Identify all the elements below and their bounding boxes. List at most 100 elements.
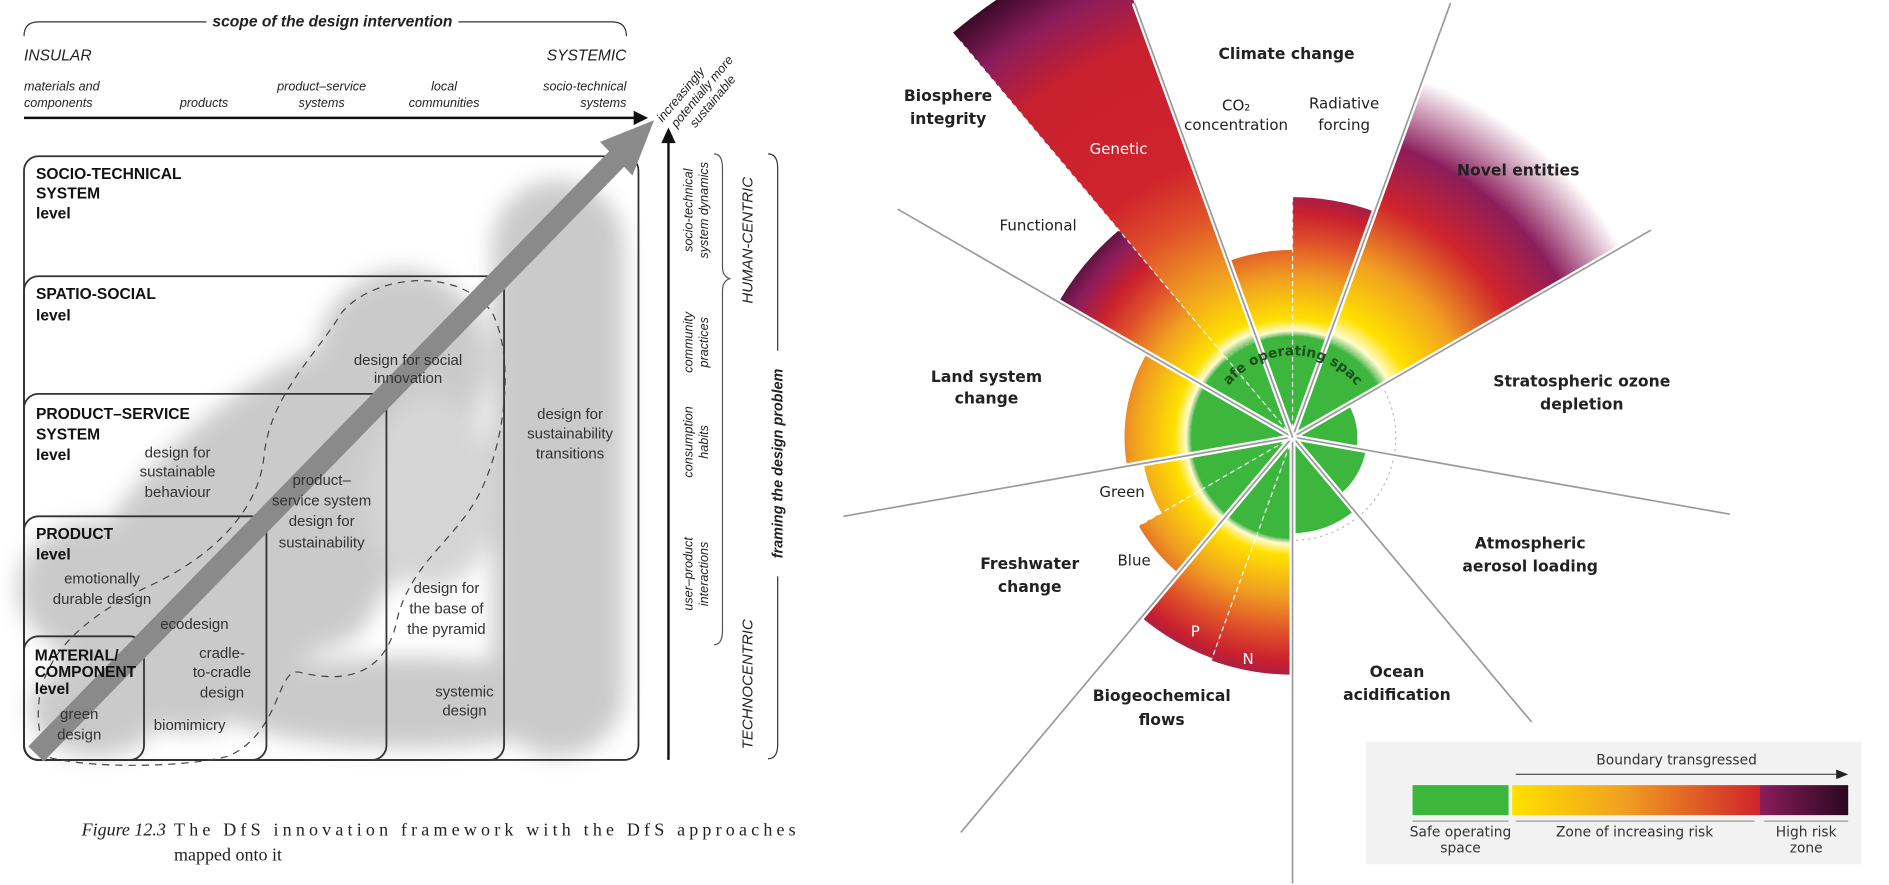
approach-cradle-to-cradle: cradle- (199, 645, 245, 662)
insular-label: INSULAR (24, 47, 92, 64)
wedge-genetic-diversity (953, 0, 1293, 438)
legend-increasing-risk-label: Zone of increasing risk (1556, 825, 1713, 841)
approach-sustainable-behaviour: design for (145, 445, 211, 462)
approach-systemic-design: design (442, 703, 486, 720)
label-freshwater-change: change (998, 578, 1062, 596)
level-product-service: PRODUCT–SERVICE (36, 406, 190, 423)
approach-biomimicry: biomimicry (154, 717, 226, 734)
box-product (23, 515, 268, 761)
blob-transitions (492, 180, 625, 757)
axis-label-pss: product–service (276, 79, 366, 93)
label-biosphere-integrity: integrity (910, 110, 986, 128)
axis-label-materials: materials and (24, 79, 101, 93)
approach-social-innovation: design for social (354, 352, 462, 369)
wedge-functional-integrity (1058, 230, 1293, 438)
approach-base-of-pyramid: the base of (409, 601, 484, 618)
label-green-water: Green (1099, 483, 1144, 501)
approach-sustainable-behaviour: behaviour (145, 484, 211, 501)
label-aerosol-loading: aerosol loading (1462, 558, 1598, 576)
wedge-land-system (1124, 353, 1293, 467)
approach-cradle-to-cradle: to-cradle (193, 664, 251, 681)
label-blue-water: Blue (1118, 552, 1151, 570)
approach-pss-design: service system (272, 493, 371, 510)
sector-divider-line (1292, 229, 1652, 438)
increasingly-sustainable-label: increasingly potentially more sustainabl… (654, 53, 739, 131)
level-material: MATERIAL/ (35, 647, 119, 664)
level-product: level (36, 547, 71, 564)
risk-legend: Boundary transgressed Safe operating spa… (1365, 741, 1862, 865)
label-novel-entities: Novel entities (1457, 161, 1579, 179)
approach-base-of-pyramid: design for (414, 580, 480, 597)
label-aerosol-loading: Atmospheric (1475, 535, 1586, 553)
label-stratospheric-ozone: depletion (1540, 395, 1623, 413)
level-product-service: SYSTEM (36, 426, 100, 443)
dfs-innovation-framework: scope of the design intervention INSULAR… (18, 14, 796, 865)
approach-green-design: green (60, 706, 98, 723)
label-land-system-change: Land system (931, 368, 1042, 386)
approach-base-of-pyramid: the pyramid (407, 621, 485, 638)
approach-ecodesign: ecodesign (160, 616, 228, 633)
legend-safe-swatch (1412, 785, 1509, 816)
legend-high-risk-swatch (1759, 785, 1849, 816)
level-socio-technical: level (36, 206, 71, 223)
scope-bracket (23, 21, 628, 37)
svg-text:interactions: interactions (697, 541, 711, 606)
label-biogeochemical-flows: flows (1139, 711, 1185, 729)
label-functional: Functional (1000, 217, 1077, 235)
label-phosphorus: P (1191, 622, 1200, 640)
sustainability-diagonal-arrow (28, 120, 655, 762)
legend-high-risk-label: zone (1790, 840, 1823, 856)
label-biosphere-integrity: Biosphere (904, 87, 992, 105)
wedge-blue-water (1138, 437, 1293, 574)
blob-emotional (18, 522, 163, 655)
approach-pss-design: sustainability (279, 535, 365, 552)
axis-label-materials: components (24, 96, 93, 110)
wedge-aerosol-loading (1292, 437, 1366, 495)
sector-divider-line (1292, 436, 1730, 516)
caption-line1: The DfS innovation framework with the Df… (174, 820, 796, 840)
approach-transitions: design for (537, 406, 603, 423)
level-spatio-social: level (36, 308, 71, 325)
blob-pss (254, 408, 394, 649)
sub-boundary-divider (960, 41, 1293, 438)
level-spatio-social: SPATIO-SOCIAL (36, 286, 156, 303)
label-genetic: Genetic (1090, 140, 1148, 158)
level-material: level (35, 681, 70, 698)
framing-title: framing the design problem (770, 369, 786, 559)
approach-sustainable-behaviour: sustainable (140, 464, 216, 481)
sector-divider-line (1291, 436, 1533, 723)
level-product-service: level (36, 447, 71, 464)
scope-title: scope of the design intervention (212, 14, 452, 31)
sector-divider-line (960, 436, 1294, 833)
label-ocean-acidification: acidification (1343, 686, 1451, 704)
level-socio-technical: SYSTEM (36, 185, 100, 202)
approach-pss-design: design for (289, 513, 355, 530)
svg-text:community: community (681, 311, 695, 373)
box-material (23, 635, 145, 761)
svg-text:consumption: consumption (681, 406, 695, 477)
scope-axis-arrow (24, 110, 649, 126)
framing-bracket (768, 153, 779, 760)
level-labels: SOCIO-TECHNICAL SYSTEM level SPATIO-SOCI… (35, 166, 190, 698)
label-co2-concentration: concentration (1184, 116, 1288, 134)
approach-emotionally-durable: emotionally (64, 571, 140, 588)
human-centric-label: HUMAN-CENTRIC (739, 177, 756, 304)
legend-boundary-transgressed: Boundary transgressed (1596, 753, 1757, 769)
label-ocean-acidification: Ocean (1370, 663, 1425, 681)
sub-boundary-divider (1209, 436, 1294, 663)
caption-line2: mapped onto it (174, 845, 282, 865)
blob-pss2 (366, 396, 499, 589)
label-nitrogen: N (1243, 650, 1254, 668)
sector-divider-line (1133, 2, 1294, 438)
figure-caption: Figure 12.3 The DfS innovation framework… (81, 820, 796, 865)
scope-axis-labels: materials and components products produc… (24, 79, 628, 110)
axis-label-products: products (179, 96, 229, 110)
sector-divider-line (843, 436, 1293, 518)
svg-text:habits: habits (697, 424, 711, 458)
approach-labels: design for social innovation design for … (53, 352, 614, 743)
approach-cradle-to-cradle: design (200, 685, 244, 702)
legend-high-risk-label: High risk (1776, 825, 1837, 841)
level-product: PRODUCT (36, 526, 114, 543)
